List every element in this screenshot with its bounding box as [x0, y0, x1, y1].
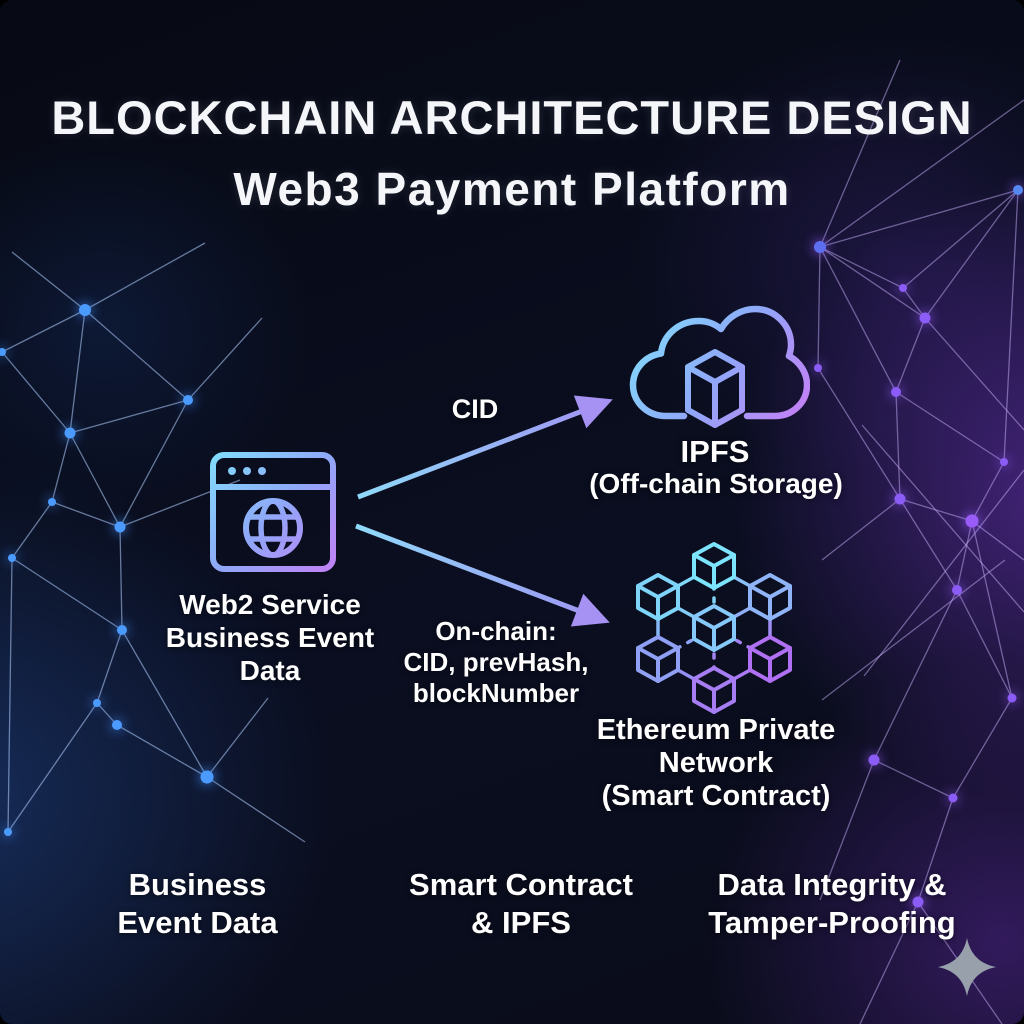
ethereum-label-line: Ethereum Private	[596, 714, 836, 746]
onchain-label-line: On-chain:	[435, 616, 557, 646]
footer-business-event-data: Business Event Data	[55, 866, 340, 942]
sparkle-icon	[937, 937, 997, 997]
footer-label-line: Tamper-Proofing	[708, 905, 956, 940]
onchain-arrow-label: On-chain: CID, prevHash, blockNumber	[376, 616, 616, 709]
blockchain-network-icon	[636, 542, 792, 714]
ipfs-title: IPFS	[680, 434, 750, 469]
onchain-label-line: CID, prevHash,	[403, 647, 589, 677]
cloud-cube-icon	[629, 305, 810, 428]
arrow-to-ethereum	[355, 523, 610, 627]
ipfs-subtitle: (Off-chain Storage)	[589, 468, 843, 499]
footer-label-line: Data Integrity &	[717, 867, 947, 902]
web2-service-label: Web2 Service Business Event Data	[115, 588, 425, 687]
onchain-label-line: blockNumber	[412, 678, 580, 708]
footer-smart-contract-ipfs: Smart Contract & IPFS	[380, 866, 662, 942]
footer-label-line: Business	[128, 867, 267, 902]
web2-label-line: Web2 Service	[179, 589, 361, 620]
footer-label-line: Event Data	[117, 905, 278, 940]
blue-constellation	[0, 242, 306, 843]
footer-data-integrity: Data Integrity & Tamper-Proofing	[662, 866, 1002, 942]
arrow-to-ipfs	[357, 395, 613, 500]
page-subtitle: Web3 Payment Platform	[233, 163, 791, 215]
ethereum-label-line: Network	[658, 747, 774, 779]
cid-arrow-label: CID	[451, 394, 499, 424]
browser-globe-icon	[210, 452, 336, 572]
footer-label-line: & IPFS	[471, 905, 571, 940]
footer-label-line: Smart Contract	[409, 867, 633, 902]
ethereum-label-line: (Smart Contract)	[601, 780, 831, 812]
web2-label-line: Business Event	[165, 622, 375, 653]
page-title: BLOCKCHAIN ARCHITECTURE DESIGN	[51, 91, 973, 144]
web2-label-line: Data	[239, 655, 301, 686]
ethereum-network-label: Ethereum Private Network (Smart Contract…	[566, 714, 866, 813]
